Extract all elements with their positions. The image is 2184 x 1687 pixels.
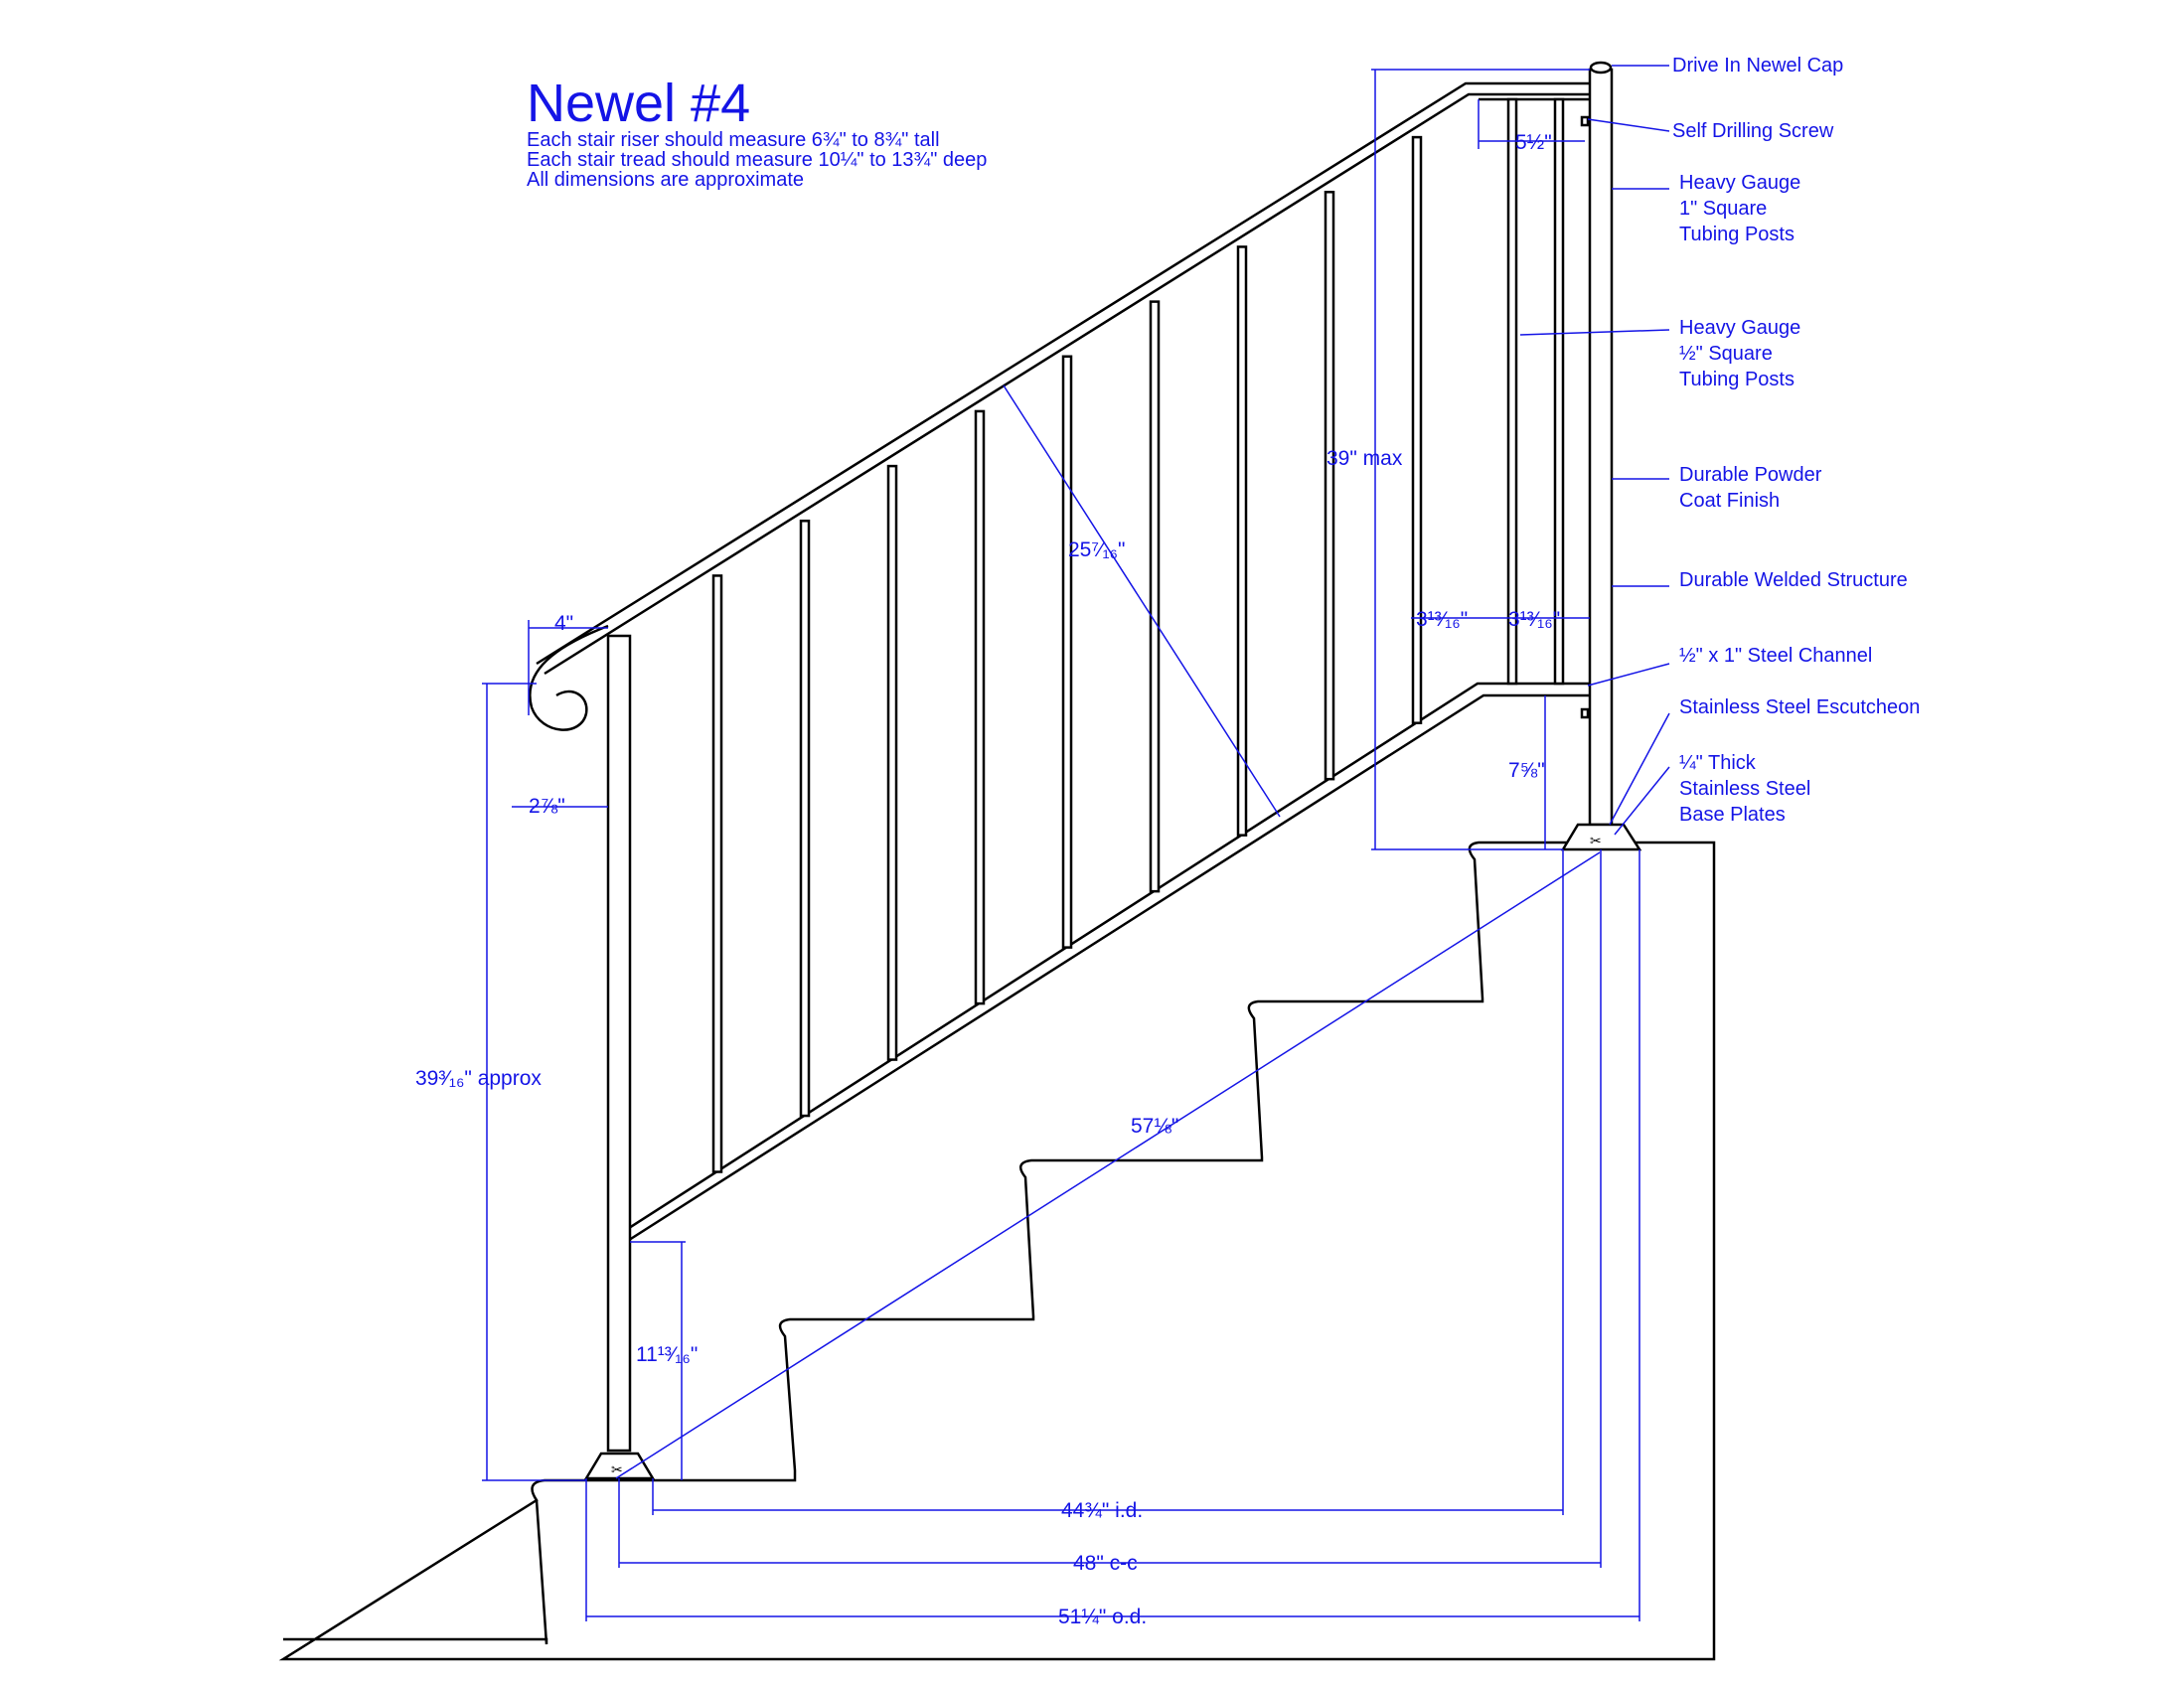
dim-max-height: 39" max <box>1326 447 1403 470</box>
callout-posts-1-l3: Tubing Posts <box>1679 224 1794 245</box>
bottom-rail-bottom <box>625 693 1590 1244</box>
dim-picket-spacing-a: 3¹³⁄₁₆" <box>1416 608 1468 631</box>
dim-inside: 44¾" i.d. <box>1061 1499 1143 1522</box>
note-tread: Each stair tread should measure 10¼" to … <box>527 149 987 171</box>
callout-posts-half-l2: ½" Square <box>1679 343 1773 365</box>
callout-screw: Self Drilling Screw <box>1672 120 1834 142</box>
picket <box>711 574 723 1173</box>
diagram-title: Newel #4 <box>527 74 750 133</box>
callout-finish-l2: Coat Finish <box>1679 490 1780 512</box>
dim-bottom-rail-gap: 7⅝" <box>1508 759 1545 782</box>
dim-center: 48" c-c <box>1073 1552 1138 1575</box>
dim-stair-diagonal: 57⅛" <box>1131 1115 1178 1138</box>
callout-finish-l1: Durable Powder <box>1679 464 1822 486</box>
stairs <box>278 841 1716 1661</box>
picket <box>1149 300 1161 893</box>
handrail-top-line <box>536 81 1590 666</box>
callout-posts-1-l1: Heavy Gauge <box>1679 172 1800 194</box>
picket <box>974 409 986 1005</box>
dim-picket-diagonal: 25⁷⁄₁₆" <box>1068 538 1125 561</box>
dim-picket-spacing-b: 3¹³⁄₁₆" <box>1508 608 1560 631</box>
dim-top-extension: 5½" <box>1515 131 1552 154</box>
left-base-plate <box>583 1452 656 1480</box>
newel-cap <box>1589 61 1613 75</box>
handrail-bottom-line <box>544 92 1590 676</box>
svg-text:✂: ✂ <box>1590 833 1602 848</box>
callout-plates-l1: ¼" Thick <box>1679 752 1757 774</box>
picket <box>1553 97 1565 686</box>
callout-escutcheon: Stainless Steel Escutcheon <box>1679 696 1920 718</box>
dim-handrail-return: 4" <box>554 612 573 635</box>
pickets <box>711 97 1565 1173</box>
picket <box>1236 245 1248 837</box>
dim-outside: 51¼" o.d. <box>1058 1606 1147 1628</box>
dim-overall-height: 39³⁄₁₆" approx <box>415 1067 542 1090</box>
callout-plates-l3: Base Plates <box>1679 804 1786 826</box>
note-riser: Each stair riser should measure 6¾" to 8… <box>527 129 940 151</box>
callout-posts-half-l1: Heavy Gauge <box>1679 317 1800 339</box>
callout-channel: ½" x 1" Steel Channel <box>1679 645 1872 667</box>
callouts: Drive In Newel Cap Self Drilling Screw H… <box>1672 55 1920 826</box>
dim-scroll-offset: 2⅞" <box>529 795 565 818</box>
picket <box>1061 355 1073 949</box>
svg-text:✂: ✂ <box>611 1461 623 1477</box>
right-newel-post <box>1588 68 1614 827</box>
handrail-scroll <box>529 624 609 731</box>
left-newel-post <box>606 634 632 1453</box>
callout-plates-l2: Stainless Steel <box>1679 778 1810 800</box>
dimension-labels: 4" 2⅞" 39³⁄₁₆" approx 11¹³⁄₁₆" 25⁷⁄₁₆" 5… <box>415 131 1560 1628</box>
picket <box>799 520 811 1118</box>
picket <box>1324 191 1335 781</box>
railing: ✂ ✂ <box>529 61 1642 1480</box>
callout-posts-1-l2: 1" Square <box>1679 198 1767 220</box>
dimension-lines <box>482 65 1670 1621</box>
note-approx: All dimensions are approximate <box>527 169 804 191</box>
picket <box>1506 97 1518 686</box>
picket <box>886 464 898 1061</box>
bottom-rail-top <box>625 682 1590 1232</box>
callout-newel-cap: Drive In Newel Cap <box>1672 55 1843 77</box>
dim-bottom-rail-height: 11¹³⁄₁₆" <box>636 1343 698 1366</box>
callout-posts-half-l3: Tubing Posts <box>1679 369 1794 390</box>
callout-welded: Durable Welded Structure <box>1679 569 1908 591</box>
picket <box>1411 135 1423 724</box>
